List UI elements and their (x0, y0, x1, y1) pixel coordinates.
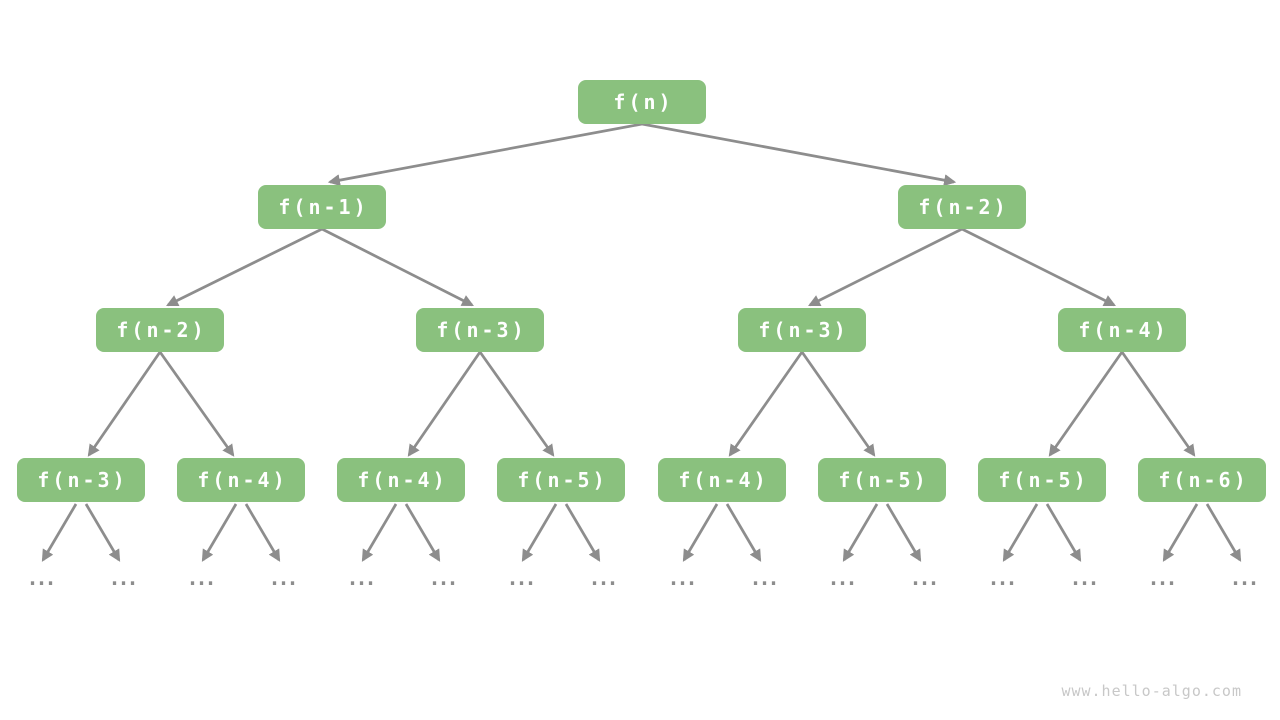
tree-node: f(n-2) (898, 185, 1026, 229)
tree-node: f(n-1) (258, 185, 386, 229)
edge-arrow (564, 503, 601, 562)
edge-arrow (682, 503, 719, 562)
ellipsis: ... (1229, 566, 1259, 590)
ellipsis: ... (909, 566, 939, 590)
tree-node: f(n-4) (1058, 308, 1186, 352)
ellipsis: ... (26, 566, 56, 590)
ellipsis: ... (667, 566, 697, 590)
tree-node: f(n-2) (96, 308, 224, 352)
ellipsis: ... (268, 566, 298, 590)
tree-node: f(n-4) (337, 458, 465, 502)
ellipsis: ... (506, 566, 536, 590)
edge-arrow (842, 503, 879, 562)
ellipsis: ... (1147, 566, 1177, 590)
tree-node: f(n-5) (497, 458, 625, 502)
edge-arrow (1002, 503, 1039, 562)
ellipsis: ... (346, 566, 376, 590)
ellipsis: ... (108, 566, 138, 590)
edge-arrow (1162, 503, 1199, 562)
edge-arrow (87, 351, 162, 457)
ellipsis: ... (987, 566, 1017, 590)
edge-arrow (361, 503, 398, 562)
edge-arrow (1048, 351, 1124, 457)
edge-arrow (166, 227, 323, 307)
ellipsis: ... (1069, 566, 1099, 590)
edge-arrow (1205, 503, 1242, 562)
edge-arrow (800, 351, 876, 457)
edge-arrow (158, 351, 235, 457)
edge-arrow (84, 503, 121, 562)
edge-arrow (244, 503, 281, 562)
edge-arrow (478, 351, 555, 457)
edge-arrow (404, 503, 441, 562)
tree-node: f(n-5) (818, 458, 946, 502)
edge-arrow (961, 227, 1116, 307)
edge-arrow (808, 227, 963, 307)
tree-node: f(n-6) (1138, 458, 1266, 502)
edge-arrow (1045, 503, 1082, 562)
tree-node: f(n-3) (738, 308, 866, 352)
edge-arrow (327, 122, 643, 187)
edge-arrow (521, 503, 558, 562)
edge-arrow (41, 503, 78, 562)
tree-node: f(n-3) (17, 458, 145, 502)
ellipsis: ... (749, 566, 779, 590)
tree-node: f(n-4) (177, 458, 305, 502)
edge-arrow (201, 503, 238, 562)
ellipsis: ... (428, 566, 458, 590)
tree-node: f(n-5) (978, 458, 1106, 502)
ellipsis: ... (827, 566, 857, 590)
edge-arrow (728, 351, 804, 457)
edge-arrow (641, 122, 957, 187)
edge-arrow (321, 227, 474, 307)
tree-node-root: f(n) (578, 80, 706, 124)
watermark: www.hello-algo.com (1061, 682, 1242, 700)
edge-arrow (1120, 351, 1196, 457)
edge-arrow (725, 503, 762, 562)
ellipsis: ... (186, 566, 216, 590)
tree-node: f(n-3) (416, 308, 544, 352)
edge-arrow (885, 503, 922, 562)
tree-node: f(n-4) (658, 458, 786, 502)
edge-arrow (407, 351, 482, 457)
ellipsis: ... (588, 566, 618, 590)
